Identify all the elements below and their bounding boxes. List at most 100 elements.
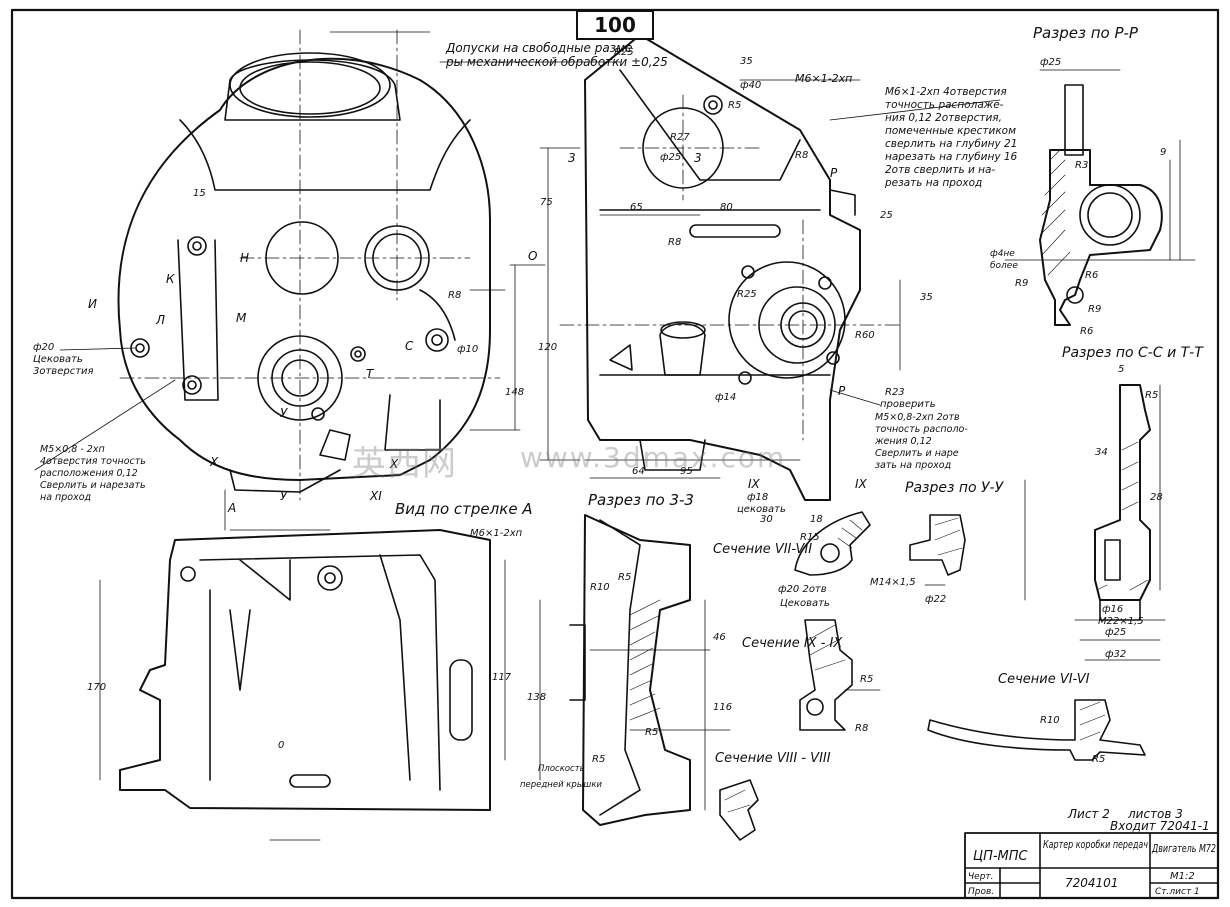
- view-marks: А Н К М Л И О Р Р С Т У У 3 3 IX IX X X …: [88, 151, 868, 515]
- svg-text:М5×0,8-2хп 2отв: М5×0,8-2хп 2отв: [875, 412, 960, 423]
- svg-text:R5: R5: [860, 674, 873, 685]
- svg-text:А: А: [227, 501, 236, 515]
- svg-text:R5: R5: [592, 754, 605, 765]
- svg-text:Лист 2: Лист 2: [1067, 807, 1110, 821]
- section-viii: [719, 779, 759, 841]
- svg-text:5: 5: [1118, 364, 1124, 375]
- svg-text:ф16: ф16: [1102, 604, 1123, 615]
- svg-text:Плоскость: Плоскость: [538, 764, 585, 774]
- svg-text:ф10: ф10: [457, 344, 478, 355]
- svg-text:117: 117: [492, 672, 512, 683]
- svg-text:ф4не: ф4не: [990, 249, 1015, 259]
- section-u-u: [909, 514, 966, 586]
- tolerance-note-2: ры механической обработки ±0,25: [445, 55, 668, 69]
- m6-long-note: М6×1-2хп 4отверстия точность располаже- …: [884, 86, 1018, 189]
- svg-text:Сверлить и наре: Сверлить и наре: [875, 448, 959, 459]
- side-view: [539, 34, 1001, 501]
- r23-check: проверить: [880, 399, 936, 410]
- svg-text:М6×1-2хп: М6×1-2хп: [470, 528, 523, 539]
- svg-text:95: 95: [680, 466, 693, 477]
- svg-text:3: 3: [568, 151, 576, 165]
- title-block-product: Двигатель М72: [1151, 842, 1216, 855]
- section-c-t: [1024, 384, 1166, 661]
- section-vi: [927, 699, 1146, 761]
- svg-text:64: 64: [632, 466, 645, 477]
- svg-text:листов 3: листов 3: [1127, 807, 1183, 821]
- svg-text:сверлить на глубину 21: сверлить на глубину 21: [885, 138, 1017, 150]
- svg-text:R10: R10: [1040, 715, 1060, 726]
- svg-text:0: 0: [278, 740, 284, 751]
- section-vii: [794, 511, 871, 576]
- svg-text:М14×1,5: М14×1,5: [870, 577, 916, 588]
- svg-text:X: X: [209, 455, 219, 469]
- svg-text:30: 30: [760, 514, 773, 525]
- m6-note: М6×1-2хп: [795, 72, 852, 85]
- svg-text:75: 75: [540, 197, 553, 208]
- svg-text:К: К: [166, 272, 175, 286]
- svg-text:XI: XI: [369, 489, 382, 503]
- view-arrow-a-label: Вид по стрелке А: [395, 500, 533, 518]
- svg-text:4отверстия точность: 4отверстия точность: [40, 456, 146, 467]
- svg-text:R9: R9: [1015, 278, 1028, 289]
- svg-text:18: 18: [810, 514, 823, 525]
- svg-text:О: О: [528, 249, 537, 263]
- section-p-p: [1004, 69, 1196, 326]
- title-block-org: ЦП-МПС: [973, 849, 1029, 864]
- svg-text:ф32: ф32: [1105, 649, 1126, 660]
- svg-text:2отв сверлить и на-: 2отв сверлить и на-: [885, 164, 995, 176]
- svg-text:жения 0,12: жения 0,12: [874, 436, 932, 447]
- tolerance-note-1: Допуски на свободные разме: [445, 41, 633, 55]
- svg-text:точность располаже-: точность располаже-: [885, 99, 1004, 111]
- svg-text:более: более: [990, 261, 1018, 271]
- svg-text:X: X: [389, 457, 399, 471]
- watermark-url: www.3dmax.com: [520, 441, 787, 474]
- svg-text:У: У: [280, 489, 288, 503]
- svg-text:R25: R25: [737, 289, 757, 300]
- section-title-c-t: Разрез по С-С и Т-Т: [1062, 345, 1204, 361]
- title-block-drawn: Черт.: [968, 872, 994, 882]
- svg-text:R6: R6: [1080, 326, 1093, 337]
- svg-text:80: 80: [720, 202, 733, 213]
- svg-text:34: 34: [1095, 447, 1108, 458]
- svg-text:помеченные крестиком: помеченные крестиком: [885, 125, 1016, 137]
- section-z-z: [569, 514, 731, 826]
- left-hole-note: ф20 Цековать 3отверстия: [33, 342, 94, 377]
- svg-text:R6: R6: [1085, 270, 1098, 281]
- title-block-checked: Пров.: [968, 887, 994, 897]
- svg-text:R5: R5: [728, 100, 741, 111]
- svg-text:резать на проход: резать на проход: [884, 177, 982, 189]
- svg-text:М5×0,8 - 2хп: М5×0,8 - 2хп: [40, 444, 105, 455]
- section-title-ix: Сечение IX - IX: [742, 636, 843, 651]
- svg-text:ф20 2отв: ф20 2отв: [778, 584, 827, 595]
- section-title-u-u: Разрез по У-У: [905, 480, 1005, 496]
- sheet-number: 100: [576, 10, 654, 40]
- svg-text:65: 65: [630, 202, 643, 213]
- svg-text:IX: IX: [855, 477, 868, 491]
- svg-text:R8: R8: [795, 150, 808, 161]
- svg-text:25: 25: [880, 210, 893, 221]
- section-title-vi: Сечение VI-VI: [998, 672, 1090, 687]
- dimension-labels: 75 120 148 65 80 95 64 35 25 35 15 117 1…: [87, 47, 1166, 765]
- flange-labels: Плоскость передней крышки: [520, 764, 602, 790]
- svg-text:У: У: [280, 406, 288, 420]
- svg-text:Цековать: Цековать: [780, 598, 830, 609]
- svg-text:зать на проход: зать на проход: [875, 460, 952, 471]
- svg-text:ф14: ф14: [715, 392, 736, 403]
- svg-text:R5: R5: [645, 727, 658, 738]
- svg-text:передней крышки: передней крышки: [520, 780, 602, 790]
- svg-text:ф25: ф25: [660, 152, 681, 163]
- svg-text:нарезать на глубину 16: нарезать на глубину 16: [885, 151, 1018, 163]
- svg-text:3отверстия: 3отверстия: [33, 366, 94, 377]
- r23-label: R23: [885, 387, 905, 398]
- svg-text:Т: Т: [366, 367, 375, 381]
- svg-text:Н: Н: [240, 251, 249, 265]
- svg-text:116: 116: [713, 702, 732, 713]
- svg-text:ф40: ф40: [740, 80, 761, 91]
- svg-text:R8: R8: [448, 290, 461, 301]
- svg-text:15: 15: [193, 188, 206, 199]
- svg-text:R10: R10: [590, 582, 610, 593]
- title-block-frame: [964, 832, 1219, 899]
- svg-text:R5: R5: [1092, 754, 1105, 765]
- svg-text:R5: R5: [618, 572, 631, 583]
